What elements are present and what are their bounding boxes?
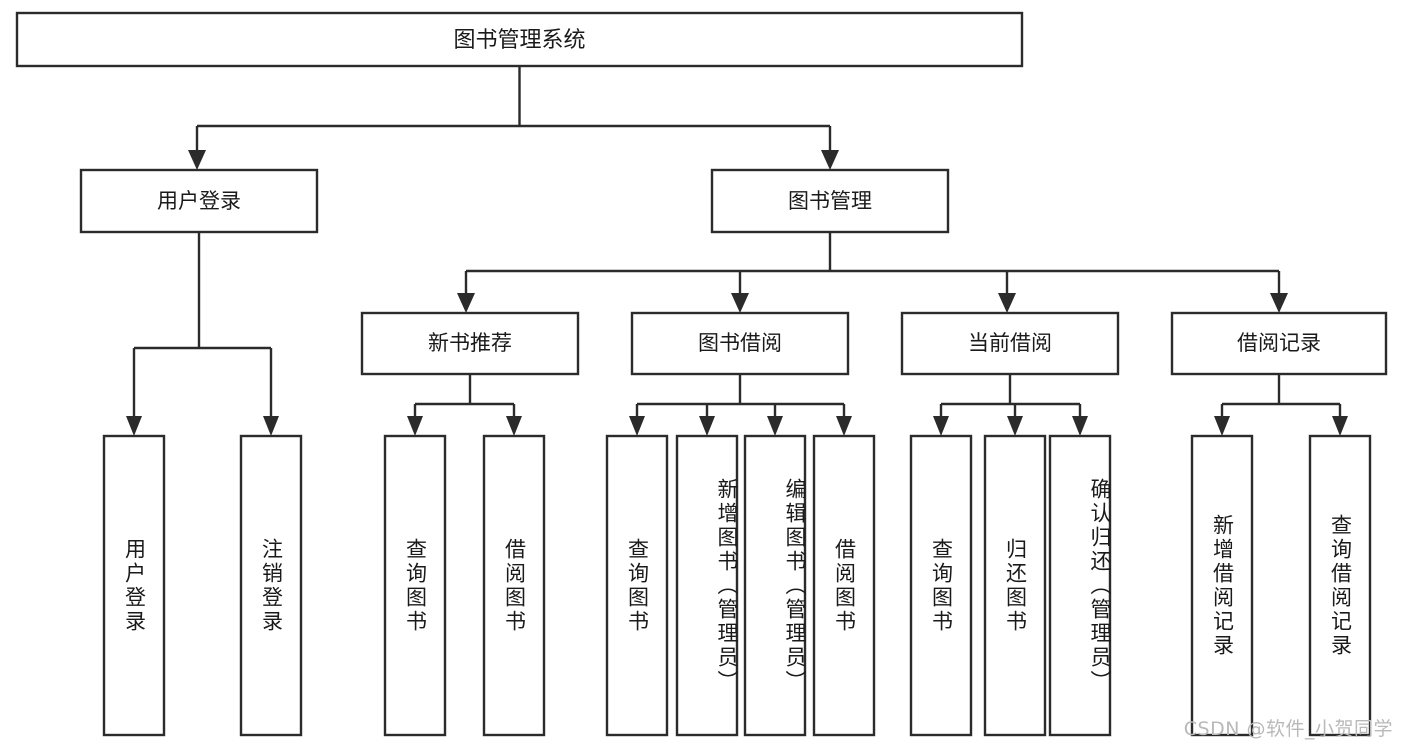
arrowhead-leaf-return-book [1007,416,1023,436]
connector-new-book-recommend-to-leaves [407,374,522,436]
connector-borrow-record-to-leaves [1214,374,1348,436]
arrowhead-leaf-add-book [699,416,715,436]
leaf-box-edit-book[interactable] [743,434,807,737]
node-current-borrow-label: 当前借阅 [968,331,1052,355]
node-current-borrow-box[interactable] [900,311,1120,376]
node-borrow-record[interactable]: 借阅记录 [1170,311,1388,376]
leaf-box-add-book[interactable] [675,434,739,737]
node-book-borrow-label: 图书借阅 [698,331,782,355]
node-user-login-label: 用户登录 [157,189,241,213]
node-book-borrow[interactable]: 图书借阅 [630,311,850,376]
leaf-box-query-book-1[interactable] [383,434,447,737]
node-book-manage-box[interactable] [710,168,950,234]
node-root-label: 图书管理系统 [453,28,585,53]
arrowhead-new-book-recommend [457,293,475,313]
arrowhead-current-borrow [998,293,1016,313]
arrowhead-leaf-query-book-1 [407,416,423,436]
node-book-borrow-box[interactable] [630,311,850,376]
arrowhead-leaf-query-record [1332,416,1348,436]
arrowhead-leaf-borrow-book-1 [506,416,522,436]
arrowhead-leaf-user-logout [263,416,279,436]
node-root-box[interactable] [15,11,1024,68]
node-book-manage-label: 图书管理 [788,189,872,213]
leaf-boxes [102,434,1372,737]
leaf-box-user-logout[interactable] [239,434,303,737]
arrowhead-leaf-confirm-return [1072,416,1088,436]
arrowhead-book-manage [821,150,839,170]
node-user-login-box[interactable] [79,168,319,234]
connector-root-to-level2 [188,66,839,170]
node-book-manage[interactable]: 图书管理 [710,168,950,234]
connector-book-borrow-to-leaves [629,374,852,436]
arrowhead-leaf-borrow-book-2 [836,416,852,436]
node-borrow-record-box[interactable] [1170,311,1388,376]
leaf-box-borrow-book-1[interactable] [482,434,546,737]
leaf-box-borrow-book-2[interactable] [812,434,876,737]
node-current-borrow[interactable]: 当前借阅 [900,311,1120,376]
arrowhead-leaf-edit-book [767,416,783,436]
arrowhead-borrow-record [1270,293,1288,313]
arrowhead-book-borrow [731,293,749,313]
connector-current-borrow-to-leaves [933,374,1088,436]
leaf-box-query-book-3[interactable] [909,434,973,737]
node-borrow-record-label: 借阅记录 [1237,331,1321,355]
arrowhead-leaf-query-book-2 [629,416,645,436]
arrowhead-user-login [188,150,206,170]
leaf-box-confirm-return[interactable] [1048,434,1112,737]
leaf-box-query-record[interactable] [1308,434,1372,737]
node-new-book-recommend-label: 新书推荐 [428,331,512,355]
leaf-box-user-login[interactable] [102,434,166,737]
connector-book-manage-to-level3 [457,232,1288,313]
node-new-book-recommend[interactable]: 新书推荐 [360,311,580,376]
arrowhead-leaf-user-login [126,416,142,436]
node-new-book-recommend-box[interactable] [360,311,580,376]
leaf-box-add-record[interactable] [1190,434,1254,737]
connector-user-login-to-leaves [126,232,279,436]
leaf-box-return-book[interactable] [983,434,1047,737]
arrowhead-leaf-query-book-3 [933,416,949,436]
arrowhead-leaf-add-record [1214,416,1230,436]
node-user-login[interactable]: 用户登录 [79,168,319,234]
leaf-box-query-book-2[interactable] [605,434,669,737]
node-root[interactable]: 图书管理系统 [15,11,1024,68]
watermark-text: CSDN @软件_小贺同学 [1183,718,1393,740]
